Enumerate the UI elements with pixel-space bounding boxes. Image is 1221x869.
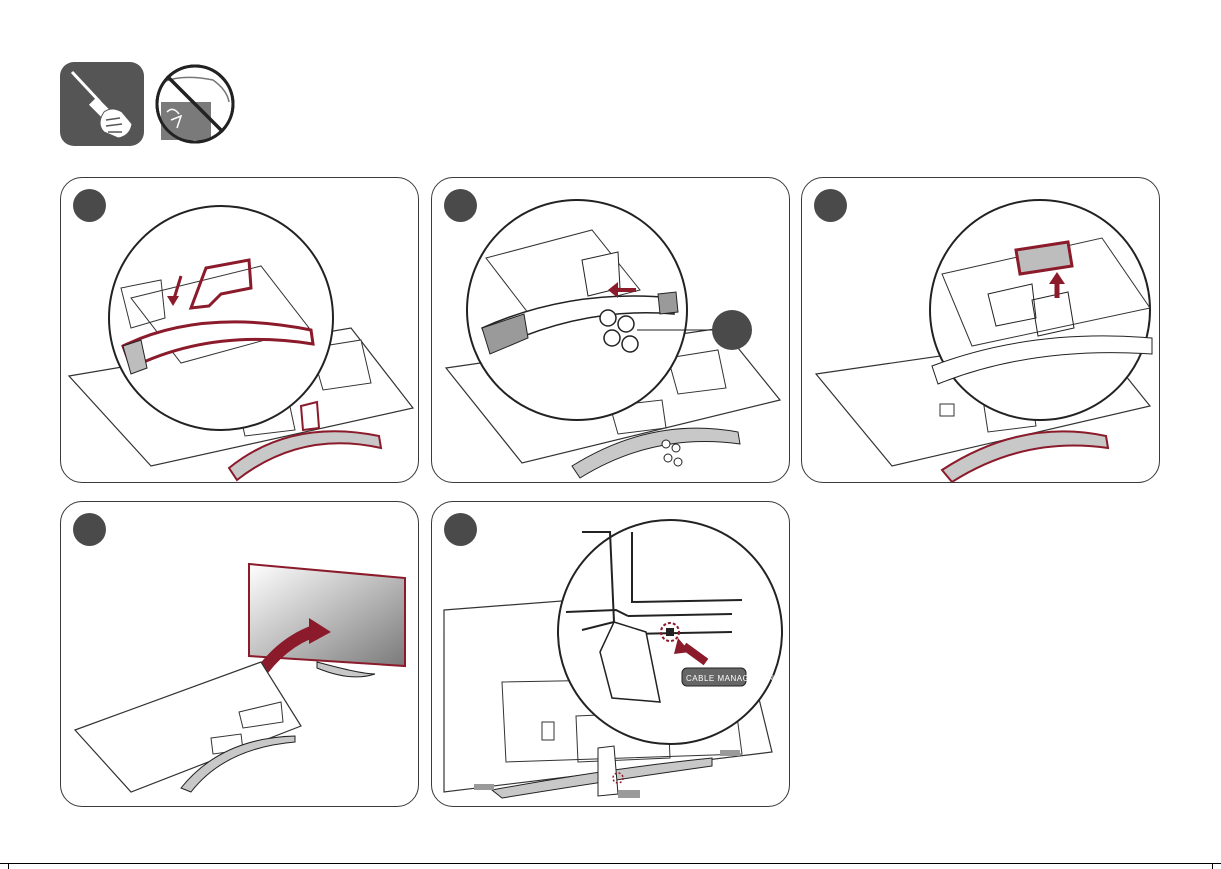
cable-management-label: CABLE MANAGEMENT	[686, 674, 780, 683]
step-3-illustration	[802, 178, 1160, 483]
step-4-panel	[60, 501, 419, 807]
step-5-panel: CABLE MANAGEMENT	[431, 501, 790, 807]
trim-mark-left	[8, 863, 9, 869]
step-3-badge	[814, 189, 847, 222]
step-2-panel	[431, 177, 790, 483]
step-2-badge	[444, 189, 477, 222]
step-5-illustration: CABLE MANAGEMENT	[432, 502, 790, 807]
step-1-illustration	[61, 178, 419, 483]
step-1-panel	[60, 177, 419, 483]
step-4-illustration	[61, 502, 419, 807]
trim-line	[0, 863, 1221, 864]
step-5-badge	[444, 513, 477, 546]
no-soft-surface-icon	[153, 62, 237, 146]
step-4-badge	[73, 513, 106, 546]
step-1-badge	[73, 189, 106, 222]
trim-mark-right	[1212, 863, 1213, 869]
step-2-illustration	[432, 178, 790, 483]
step-3-panel	[801, 177, 1160, 483]
screwdriver-icon	[60, 62, 144, 146]
